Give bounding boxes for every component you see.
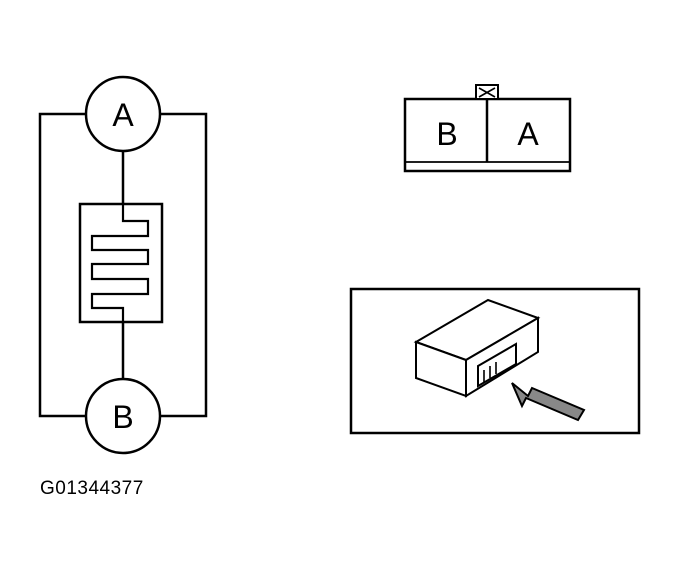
outer-wire-loop — [38, 112, 208, 418]
terminal-a-label: A — [112, 97, 134, 133]
terminal-b-label: B — [112, 399, 133, 435]
connector-face — [403, 84, 572, 173]
figure-id: G01344377 — [40, 478, 144, 499]
latch-cross-icon — [478, 87, 496, 98]
schematic — [38, 75, 208, 455]
connector-pin-b-label: B — [436, 116, 457, 152]
pointer-arrow-icon — [511, 382, 586, 422]
module-socket-pins — [483, 362, 497, 382]
module-socket — [477, 342, 517, 388]
connector-pin-a-label: A — [517, 116, 539, 152]
heater-element-serpentine — [90, 204, 150, 322]
location-inset — [349, 287, 641, 435]
